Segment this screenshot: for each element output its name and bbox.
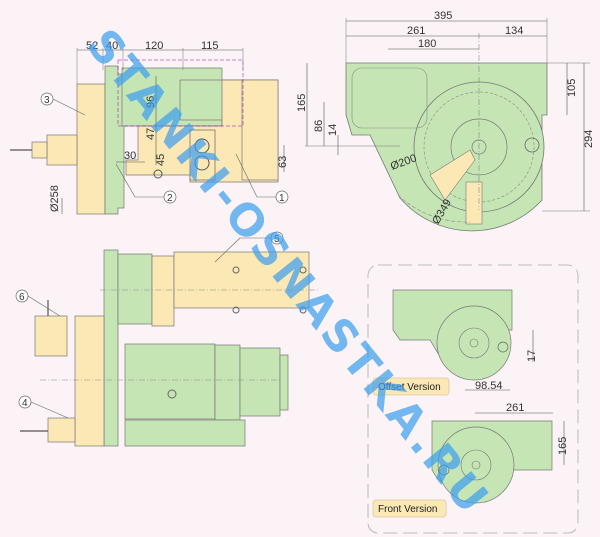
svg-text:Front Version: Front Version bbox=[378, 504, 437, 515]
callout-4: 4 bbox=[18, 395, 69, 419]
front-version-drawing: 261 165 bbox=[431, 402, 569, 504]
dim-294: 294 bbox=[583, 130, 595, 148]
callout-2: 2 bbox=[115, 163, 177, 204]
svg-text:Offset Version: Offset Version bbox=[378, 382, 441, 393]
dim-120: 120 bbox=[145, 40, 163, 52]
versions-panel: 17 98.54 Offset Version 261 165 Front Ve… bbox=[367, 264, 579, 534]
dim-14: 14 bbox=[327, 124, 339, 136]
svg-text:6: 6 bbox=[19, 292, 25, 303]
dim-front-261: 261 bbox=[506, 402, 524, 414]
svg-text:2: 2 bbox=[167, 193, 173, 204]
dim-17: 17 bbox=[526, 350, 538, 362]
dim-front-165: 165 bbox=[557, 437, 569, 455]
top-view: 395 261 134 180 165 86 14 105 294 Ø200 Ø… bbox=[296, 10, 595, 232]
offset-version-label: Offset Version bbox=[372, 377, 450, 396]
front-view: 6 4 5 bbox=[15, 231, 320, 447]
svg-text:3: 3 bbox=[44, 95, 50, 106]
dim-105: 105 bbox=[566, 79, 578, 97]
side-view: 52 40 120 115 96 47 45 63 30 Ø258 3 2 1 bbox=[10, 40, 289, 215]
dim-98-54: 98.54 bbox=[475, 380, 503, 392]
svg-text:1: 1 bbox=[279, 193, 285, 204]
callout-5: 5 bbox=[214, 231, 284, 263]
dim-52: 52 bbox=[86, 40, 98, 52]
offset-version-drawing: 17 98.54 bbox=[392, 289, 538, 392]
svg-text:5: 5 bbox=[274, 234, 280, 245]
dim-40: 40 bbox=[106, 40, 118, 52]
callout-1: 1 bbox=[235, 153, 289, 204]
dim-diameter-258: Ø258 bbox=[49, 185, 61, 212]
dim-261: 261 bbox=[407, 25, 425, 37]
dim-115: 115 bbox=[201, 40, 219, 52]
dim-180: 180 bbox=[418, 38, 436, 50]
callout-6: 6 bbox=[15, 289, 61, 317]
front-version-label: Front Version bbox=[372, 499, 447, 518]
dim-86: 86 bbox=[313, 120, 325, 132]
dim-63: 63 bbox=[277, 156, 289, 168]
dim-45: 45 bbox=[155, 154, 167, 166]
dim-134: 134 bbox=[505, 25, 523, 37]
dim-395: 395 bbox=[434, 10, 452, 22]
dim-96: 96 bbox=[145, 96, 157, 108]
callout-3: 3 bbox=[40, 92, 86, 116]
dim-30: 30 bbox=[124, 150, 136, 162]
svg-text:4: 4 bbox=[22, 398, 28, 409]
dim-47: 47 bbox=[145, 128, 157, 140]
dim-165: 165 bbox=[296, 94, 308, 112]
